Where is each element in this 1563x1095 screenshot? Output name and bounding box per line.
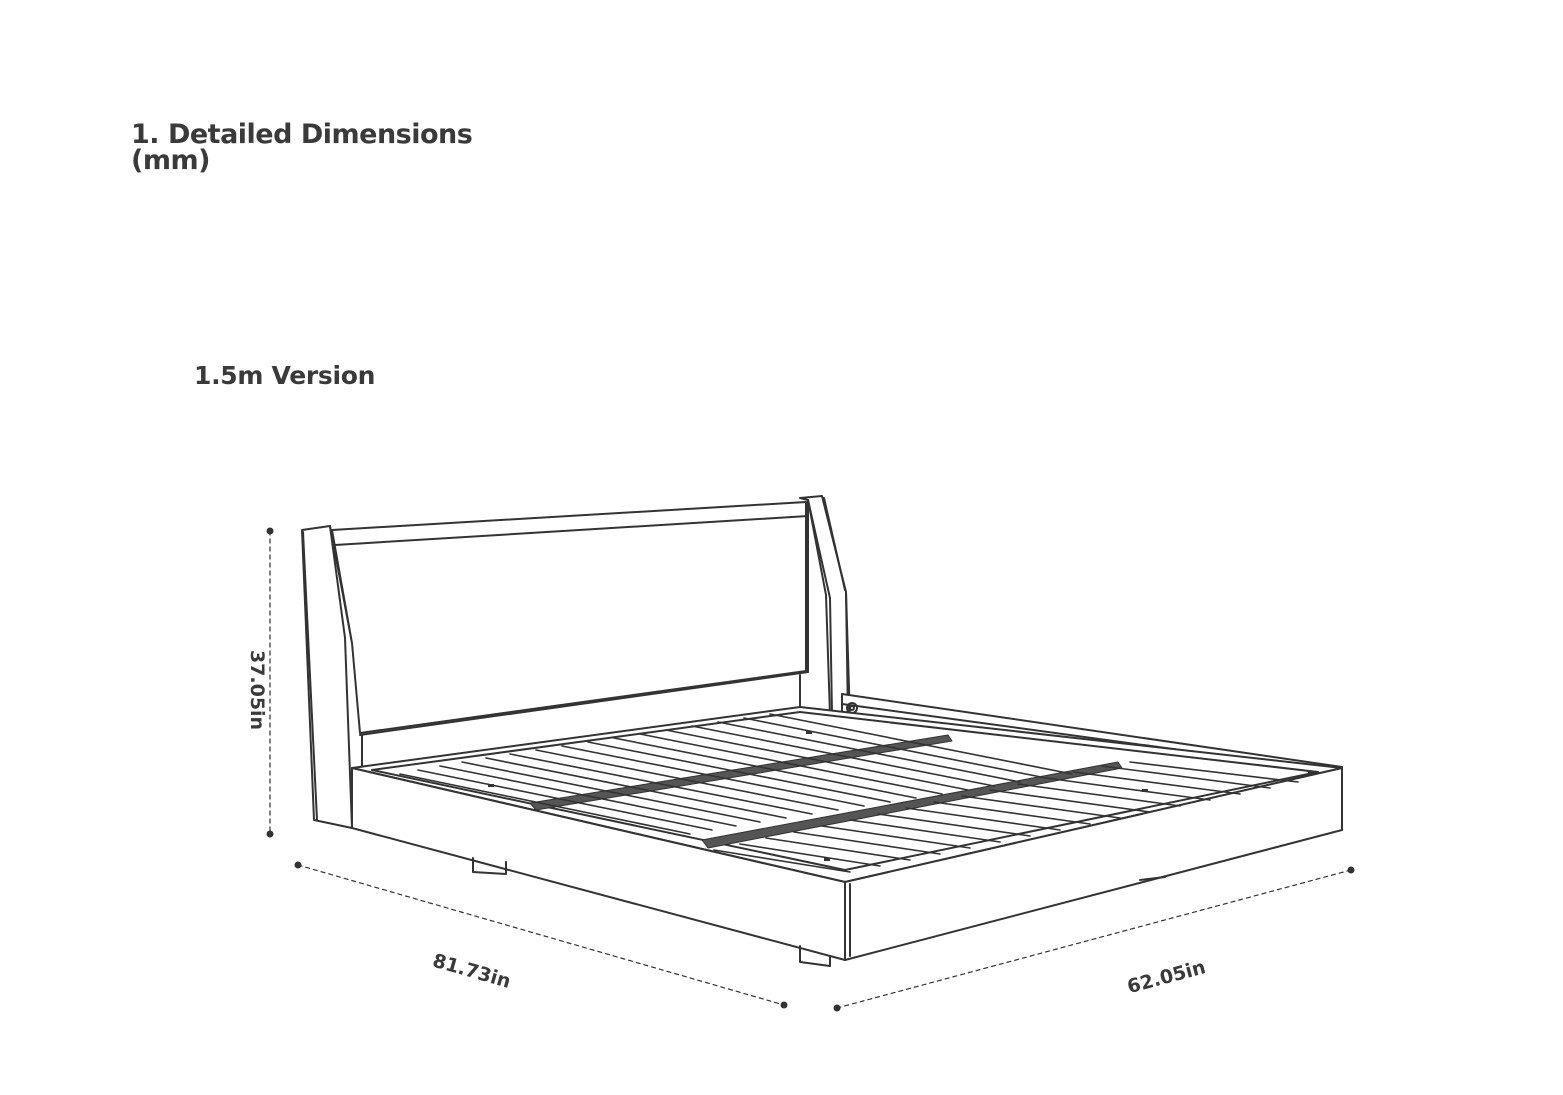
section-heading-title: 1. Detailed Dimensions (131, 119, 473, 150)
height-dimension-label: 37.05in (246, 650, 268, 730)
right-headboard-post (799, 495, 851, 721)
dimension-endpoints (266, 527, 1355, 1012)
bed-slats (399, 713, 1299, 873)
version-label: 1.5m Version (194, 361, 376, 390)
section-heading: 1. Detailed Dimensions (mm) (131, 119, 473, 176)
width-dimension-line (836, 869, 1352, 1009)
section-heading-unit: (mm) (131, 145, 210, 176)
bed-leg-front (799, 945, 831, 967)
width-dimension-label: 62.05in (1125, 956, 1208, 998)
headboard-panel (331, 501, 809, 771)
bed-leg-left (472, 857, 507, 875)
bed-leg-right (1139, 876, 1166, 881)
hardware-marks (488, 731, 1314, 861)
length-dimension-label: 81.73in (430, 950, 513, 993)
length-dimension-line (297, 864, 785, 1006)
